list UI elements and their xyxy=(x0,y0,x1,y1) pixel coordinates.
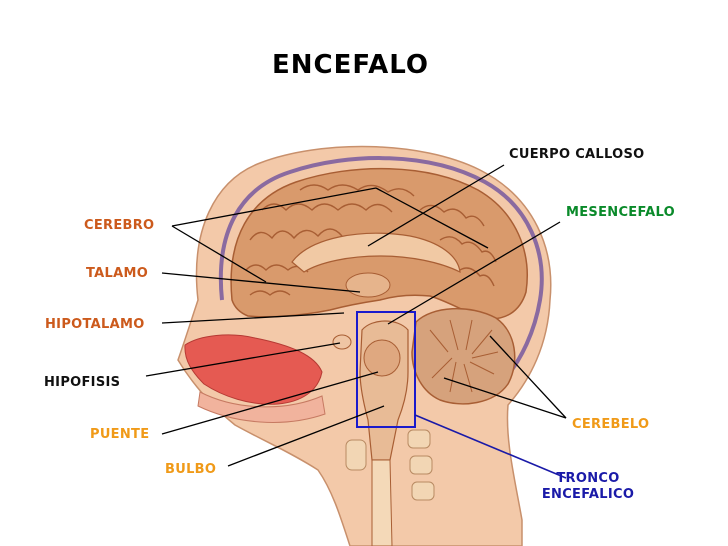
label-puente: PUENTE xyxy=(90,427,150,442)
cerebellum xyxy=(411,308,516,405)
leader-lines xyxy=(145,164,567,467)
label-bulbo: BULBO xyxy=(165,462,217,477)
vertebrae xyxy=(345,429,435,501)
cerebellum-folia xyxy=(429,319,499,393)
skull xyxy=(218,156,544,384)
pituitary xyxy=(332,334,352,350)
label-talamo: TALAMO xyxy=(86,266,149,281)
pons xyxy=(363,339,401,377)
label-tronco-line2: ENCEFALICO xyxy=(541,487,635,502)
tronco-leader-line xyxy=(414,414,567,479)
gyri-pattern xyxy=(245,184,497,296)
label-cuerpo-calloso: CUERPO CALLOSO xyxy=(509,147,645,162)
label-cerebelo: CEREBELO xyxy=(572,417,650,432)
brainstem-highlight-box xyxy=(356,311,416,428)
label-cerebro: CEREBRO xyxy=(84,218,155,233)
label-tronco-encefalico: TRONCO ENCEFALICO xyxy=(536,471,640,503)
label-hipofisis: HIPOFISIS xyxy=(44,375,121,390)
label-mesencefalo: MESENCEFALO xyxy=(566,205,675,220)
thalamus xyxy=(345,272,391,298)
corpus-callosum xyxy=(291,232,461,274)
label-tronco-line1: TRONCO xyxy=(556,471,620,486)
diagram-title: ENCEFALO xyxy=(272,50,430,80)
spinal-cord xyxy=(371,459,393,546)
label-hipotalamo: HIPOTALAMO xyxy=(45,317,145,332)
